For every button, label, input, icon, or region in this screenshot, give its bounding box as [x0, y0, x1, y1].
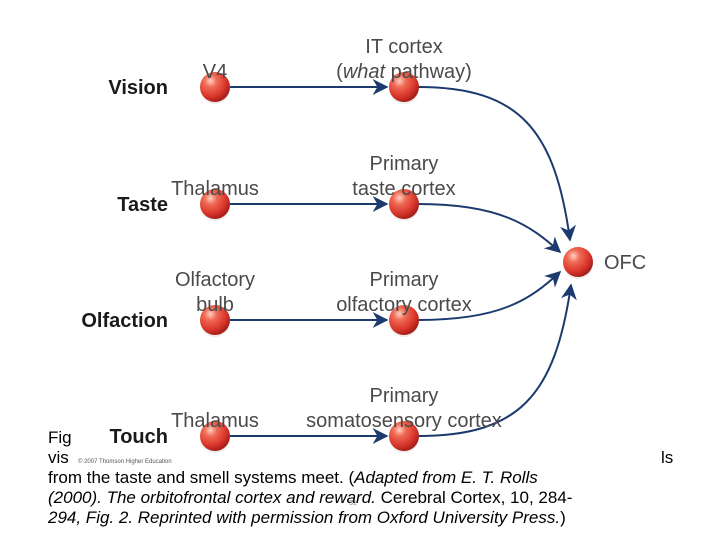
- taste-stage1-node: [200, 189, 230, 219]
- taste-arrow-to-ofc: [417, 203, 562, 254]
- taste-stage2-label: Primary: [370, 153, 439, 175]
- olfaction-stage2-label: Primary: [370, 269, 439, 291]
- caption-fragment: ls: [661, 448, 674, 467]
- caption-fragment: from the taste and smell systems meet. (: [48, 468, 355, 487]
- taste-stage1-label: Thalamus: [171, 178, 259, 200]
- sense-label-olfaction: Olfaction: [81, 310, 168, 332]
- vision-stage1-node: [200, 72, 230, 102]
- caption-citation: Adapted from E. T. Rolls: [354, 468, 538, 487]
- olfaction-arrow-to-ofc: [417, 270, 562, 321]
- caption-fragment: ): [560, 508, 566, 527]
- copyright-notice: © 2007 Thomson Higher Education: [78, 459, 172, 465]
- olfaction-stage1-label: Olfactory: [175, 269, 255, 291]
- olfaction-stage1-node: [200, 305, 230, 335]
- olfaction-stage2-label: olfactory cortex: [336, 294, 472, 316]
- caption-citation: (2000). The orbitofrontal cortex and rew…: [48, 488, 376, 507]
- touch-stage2-label: somatosensory cortex: [306, 410, 502, 432]
- vision-stage2-node: [389, 72, 419, 102]
- touch-stage2-label: Primary: [370, 385, 439, 407]
- ofc-node: [563, 247, 593, 277]
- touch-stage1-node: [200, 421, 230, 451]
- caption-line-4: (2000). The orbitofrontal cortex and rew…: [48, 488, 688, 508]
- caption-line-2: vis ls: [48, 448, 688, 468]
- sense-label-vision: Vision: [108, 77, 168, 99]
- taste-stage2-node: [389, 189, 419, 219]
- figure-caption: Fig vis ls from the taste and smell syste…: [48, 428, 688, 528]
- caption-fragment: Fig: [48, 428, 72, 447]
- touch-stage1-label: Thalamus: [171, 410, 259, 432]
- caption-citation: 294, Fig. 2. Reprinted with permission f…: [48, 508, 561, 527]
- caption-line-1: Fig: [48, 428, 688, 448]
- touch-stage2-node: [389, 421, 419, 451]
- olfaction-stage2-node: [389, 305, 419, 335]
- olfaction-stage1-label: bulb: [196, 294, 234, 316]
- vision-stage1-label: V4: [203, 61, 227, 83]
- vision-stage2-label: (what pathway): [336, 61, 472, 83]
- caption-fragment: Cerebral Cortex, 10, 284-: [375, 488, 573, 507]
- caption-line-5: 294, Fig. 2. Reprinted with permission f…: [48, 508, 688, 528]
- caption-line-3: from the taste and smell systems meet. (…: [48, 468, 688, 488]
- sense-label-touch: Touch: [109, 426, 168, 448]
- touch-arrow-to-ofc: [417, 283, 577, 437]
- taste-stage2-label: taste cortex: [352, 178, 455, 200]
- caption-fragment: vis: [48, 448, 69, 467]
- connections: [230, 79, 577, 444]
- vision-arrow-to-ofc: [417, 86, 576, 242]
- slide-number: 31: [349, 500, 357, 507]
- vision-stage2-label: IT cortex: [365, 36, 442, 58]
- sense-label-taste: Taste: [117, 194, 168, 216]
- ofc-label: OFC: [604, 252, 646, 274]
- nodes: [200, 72, 593, 453]
